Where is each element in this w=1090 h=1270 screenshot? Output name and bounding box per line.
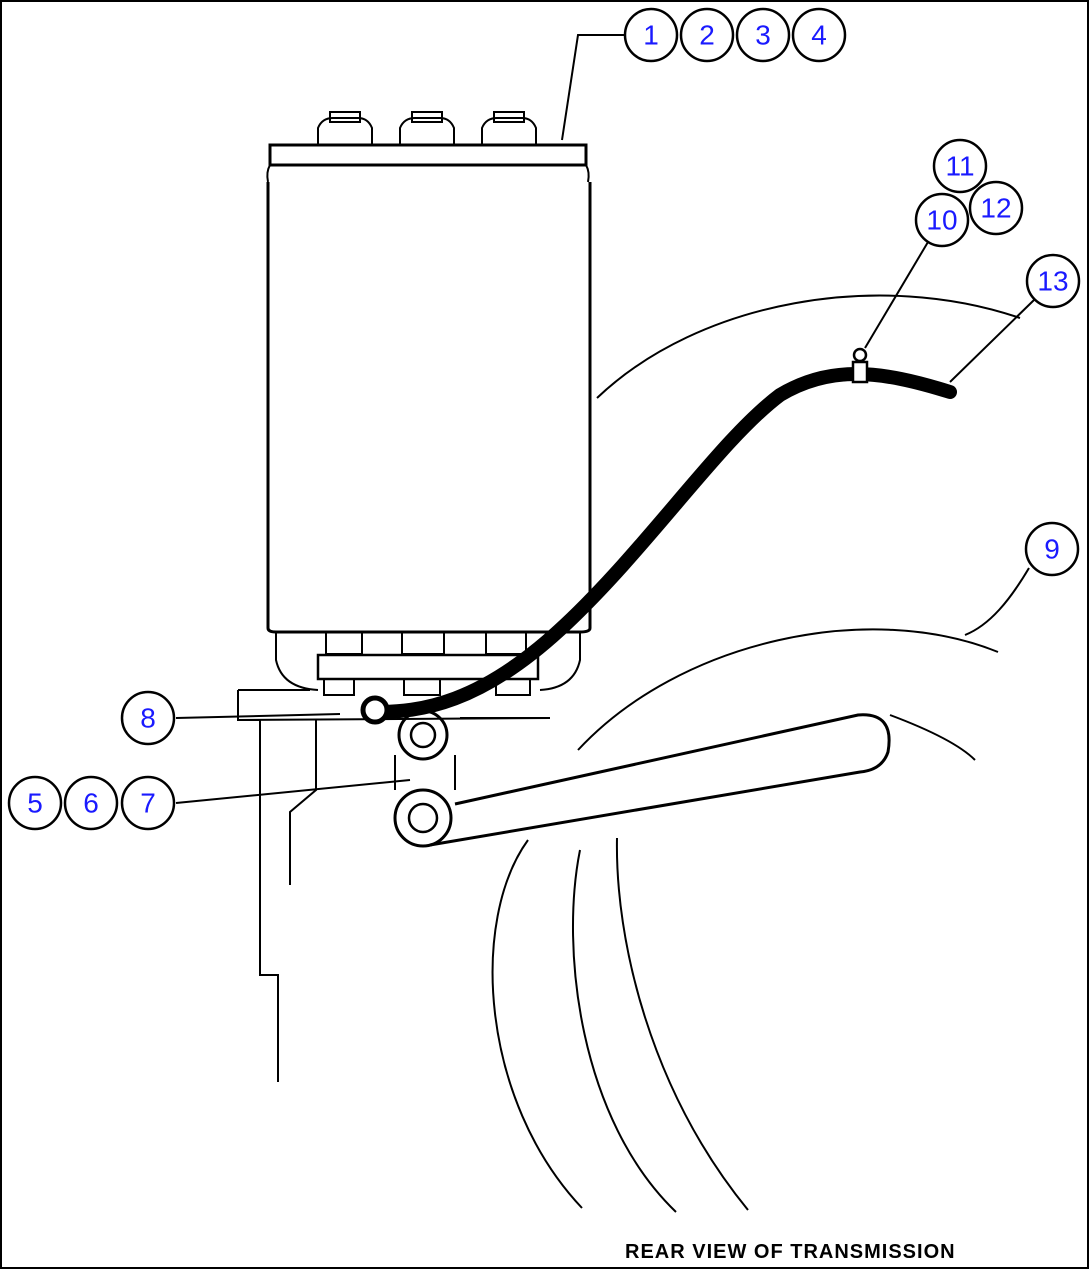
callout-9: 9 bbox=[1024, 521, 1080, 577]
callout-8-label: 8 bbox=[140, 703, 156, 734]
leader-lines bbox=[175, 34, 1035, 804]
mounting-bracket bbox=[237, 689, 551, 1082]
callout-10-label: 10 bbox=[926, 205, 957, 236]
callout-12: 12 bbox=[968, 180, 1024, 236]
transmission-housing bbox=[491, 294, 1021, 1213]
filter-canister bbox=[266, 111, 592, 696]
hose bbox=[360, 347, 957, 725]
linkage-assembly bbox=[393, 709, 891, 848]
callout-5-label: 5 bbox=[27, 788, 43, 819]
callout-11-label: 11 bbox=[945, 151, 974, 182]
callout-13-label: 13 bbox=[1037, 266, 1068, 297]
callout-9-label: 9 bbox=[1044, 534, 1060, 565]
callout-11: 11 bbox=[932, 138, 988, 194]
callout-1: 1 bbox=[623, 7, 679, 63]
diagram-caption: REAR VIEW OF TRANSMISSION bbox=[625, 1241, 956, 1263]
callout-6-label: 6 bbox=[83, 788, 99, 819]
callout-2: 2 bbox=[679, 7, 735, 63]
callout-12-label: 12 bbox=[980, 193, 1011, 224]
callout-7-label: 7 bbox=[140, 788, 156, 819]
callout-5: 5 bbox=[7, 775, 63, 831]
callout-6: 6 bbox=[63, 775, 119, 831]
callout-1-label: 1 bbox=[643, 20, 659, 51]
callout-2-label: 2 bbox=[699, 20, 715, 51]
top-bolts bbox=[317, 111, 537, 145]
callout-8: 8 bbox=[120, 690, 176, 746]
callout-4: 4 bbox=[791, 7, 847, 63]
callout-3: 3 bbox=[735, 7, 791, 63]
callout-4-label: 4 bbox=[811, 20, 827, 51]
callout-10: 10 bbox=[914, 192, 970, 248]
callout-3-label: 3 bbox=[755, 20, 771, 51]
callout-13: 13 bbox=[1025, 253, 1081, 309]
callout-7: 7 bbox=[120, 775, 176, 831]
